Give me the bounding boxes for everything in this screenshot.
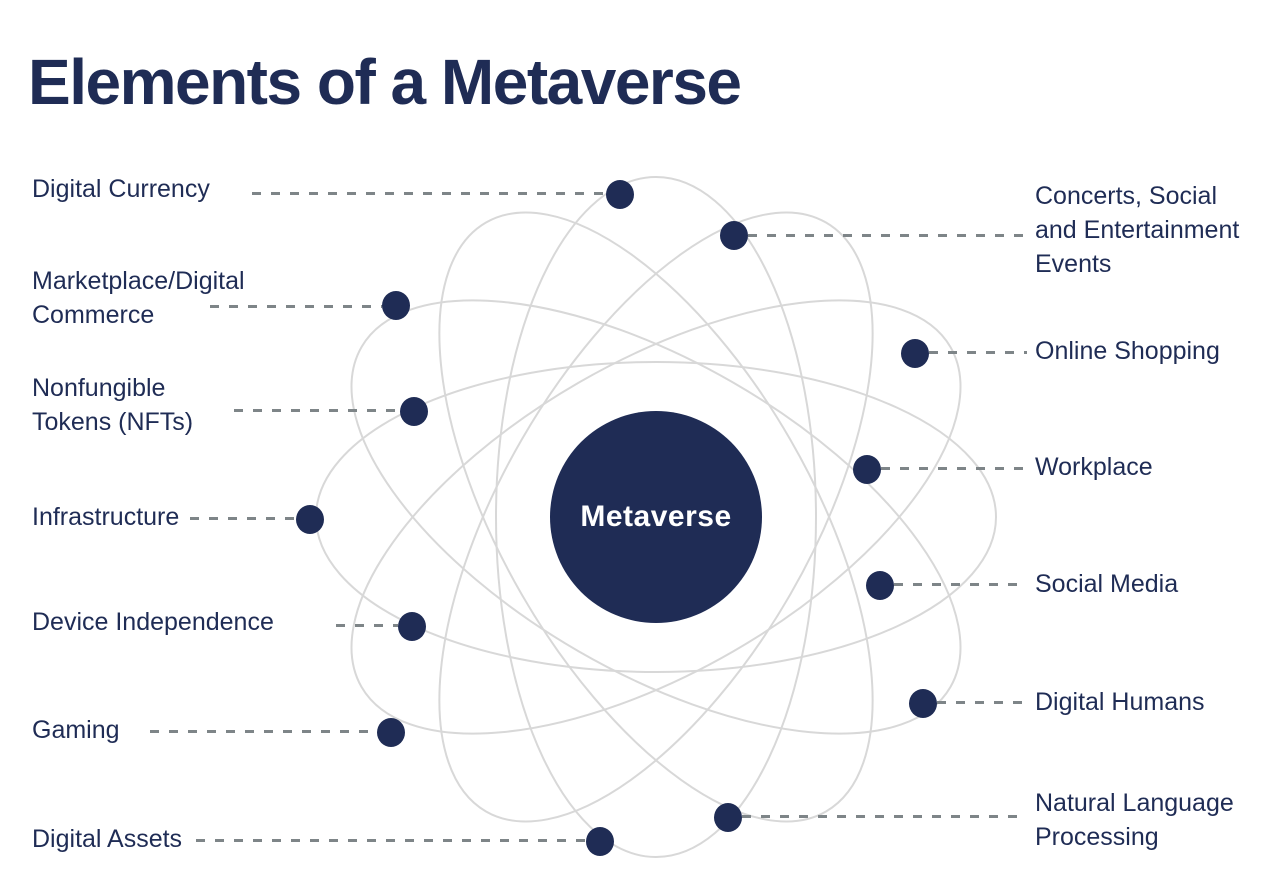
label-concerts-social-entertainment: Concerts, Social and Entertainment Event… — [1035, 182, 1240, 278]
node-dot-digital-assets — [586, 827, 614, 856]
node-dot-gaming — [377, 718, 405, 747]
connector-online-shopping — [929, 351, 1027, 354]
connector-workplace — [881, 467, 1027, 470]
connector-device-independence — [336, 624, 398, 627]
node-dot-nonfungible-tokens-nfts — [400, 397, 428, 426]
label-gaming: Gaming — [32, 716, 120, 744]
label-natural-language-processing: Natural Language Processing — [1035, 789, 1234, 851]
connector-digital-assets — [196, 839, 586, 842]
connector-digital-currency — [252, 192, 606, 195]
label-infrastructure: Infrastructure — [32, 503, 180, 531]
node-dot-device-independence — [398, 612, 426, 641]
label-online-shopping: Online Shopping — [1035, 337, 1220, 365]
connector-infrastructure — [190, 517, 296, 520]
node-dot-infrastructure — [296, 505, 324, 534]
page-title: Elements of a Metaverse — [28, 45, 742, 118]
label-digital-currency: Digital Currency — [32, 175, 210, 203]
connector-concerts-social-entertainment — [748, 234, 1027, 237]
label-digital-humans: Digital Humans — [1035, 688, 1205, 716]
node-dot-digital-currency — [606, 180, 634, 209]
label-device-independence: Device Independence — [32, 608, 274, 636]
connector-nonfungible-tokens-nfts — [234, 409, 400, 412]
label-workplace: Workplace — [1035, 453, 1153, 481]
node-dot-concerts-social-entertainment — [720, 221, 748, 250]
node-dot-natural-language-processing — [714, 803, 742, 832]
node-dot-online-shopping — [901, 339, 929, 368]
label-digital-assets: Digital Assets — [32, 825, 183, 853]
connector-marketplace-digital-commerce — [210, 305, 382, 308]
connector-gaming — [150, 730, 375, 733]
node-dot-workplace — [853, 455, 881, 484]
node-dot-marketplace-digital-commerce — [382, 291, 410, 320]
connector-digital-humans — [937, 701, 1027, 704]
label-marketplace-digital-commerce: Marketplace/Digital Commerce — [32, 267, 245, 329]
node-dot-digital-humans — [909, 689, 937, 718]
label-nonfungible-tokens-nfts: Nonfungible Tokens (NFTs) — [32, 374, 194, 436]
center-node: Metaverse — [550, 411, 762, 623]
center-node-label: Metaverse — [580, 500, 732, 533]
connector-natural-language-processing — [742, 815, 1027, 818]
connector-social-media — [894, 583, 1027, 586]
node-dot-social-media — [866, 571, 894, 600]
label-social-media: Social Media — [1035, 570, 1179, 598]
